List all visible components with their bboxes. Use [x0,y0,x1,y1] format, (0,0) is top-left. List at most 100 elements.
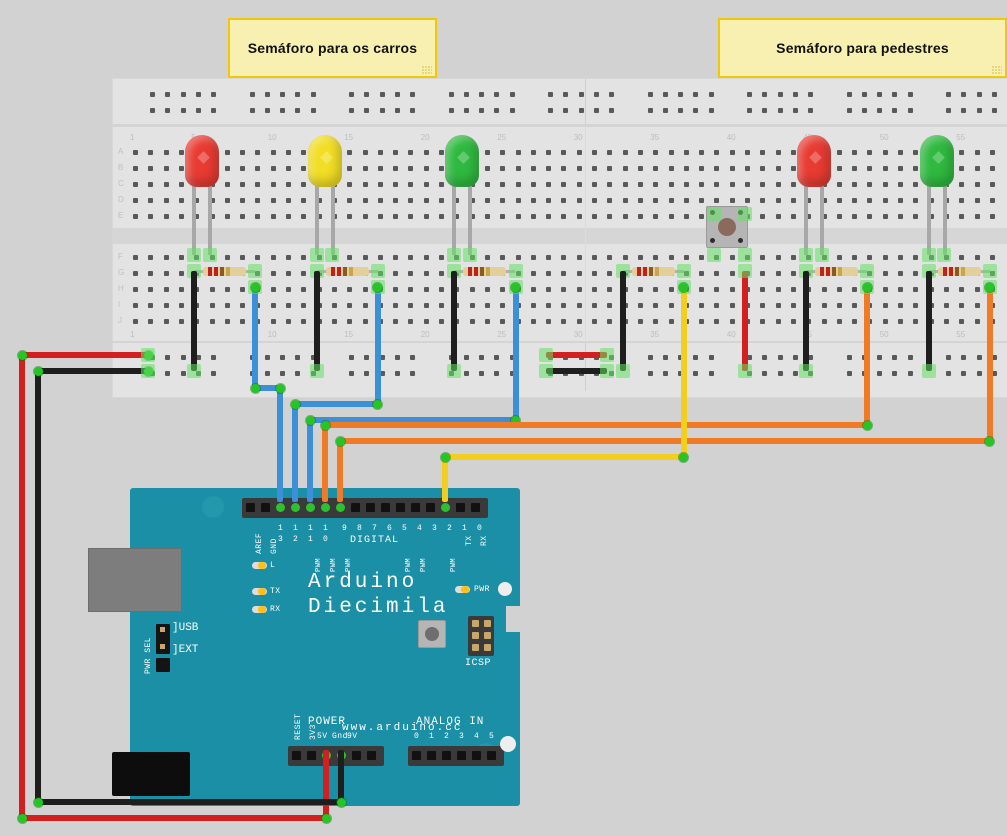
rail-hole [379,92,385,97]
hole-I12 [301,303,307,308]
analog-socket-0[interactable] [412,751,421,760]
hole-D9 [255,198,261,203]
hole-G3 [163,271,169,276]
hole-F9 [255,255,261,260]
hole-F18 [393,255,399,260]
power-header[interactable] [288,746,384,766]
contact-led-car-yellow-cathode [309,248,324,262]
hole-J30 [576,319,582,324]
hole-H21 [439,287,444,292]
digital-socket-7[interactable] [366,503,375,512]
analog-socket-3[interactable] [457,751,466,760]
hole-I21 [439,303,444,308]
digital-socket-8[interactable] [351,503,360,512]
analog-socket-1[interactable] [427,751,436,760]
hole-E7 [224,214,230,219]
analog-header-label: ANALOG IN [416,716,485,728]
rail-hole [662,371,668,376]
analog-socket-5[interactable] [487,751,496,760]
pwr-sel-label: PWR SEL [144,636,153,674]
digital-pin-label-11-b: 1 [308,535,314,544]
power-socket-5[interactable] [367,751,376,760]
hole-H42 [760,287,766,292]
pushbutton-cap[interactable] [718,218,737,236]
power-socket-4[interactable] [352,751,361,760]
reset-button[interactable] [418,620,446,648]
hole-J28 [546,319,552,324]
hole-F52 [913,255,919,260]
hole-F56 [974,255,980,260]
hole-F55 [959,255,965,260]
reset-button-cap[interactable] [425,627,439,641]
hole-C41 [745,182,750,187]
rail-hole [479,92,485,97]
analog-socket-4[interactable] [472,751,481,760]
contact-led-car-green-anode [462,248,477,262]
hole-G12 [301,271,307,276]
hole-I31 [592,303,597,308]
digital-pin-label-AREF: AREF [255,532,264,554]
led-flat-marker [319,151,333,164]
hole-I10 [270,303,276,308]
power-led-label: PWR [474,585,490,594]
hole-E3 [163,214,169,219]
hole-D47 [836,198,842,203]
digital-header[interactable] [242,498,488,518]
note-cars-text: Semáforo para os carros [247,40,418,56]
power-socket-0[interactable] [292,751,301,760]
row-letter-I: I [118,300,121,309]
hole-I43 [775,303,781,308]
digital-socket-6[interactable] [381,503,390,512]
rail-hole [991,371,997,376]
rail-hole [792,108,798,113]
hole-F1 [133,255,138,260]
hole-B41 [745,166,750,171]
wire-ground-rail-left-run [38,368,149,374]
digital-socket-3[interactable] [426,503,435,512]
hole-D4 [178,198,184,203]
hole-C21 [439,182,444,187]
digital-socket-12[interactable] [291,503,300,512]
hole-B24 [484,166,490,171]
hole-E13 [316,214,322,219]
hole-E20 [423,214,429,219]
digital-socket-11[interactable] [306,503,315,512]
power-socket-1[interactable] [307,751,316,760]
digital-socket-9[interactable] [336,503,345,512]
column-mark-bottom-20: 20 [420,330,430,339]
hole-I18 [393,303,399,308]
brand-name-line1: Arduino [308,571,418,594]
digital-socket-5[interactable] [396,503,405,512]
analog-socket-2[interactable] [442,751,451,760]
digital-socket-10[interactable] [321,503,330,512]
hole-E4 [178,214,184,219]
hole-D40 [729,198,735,203]
wire-gnd-car-red [191,271,198,371]
digital-socket-1[interactable] [456,503,465,512]
pwr-sel-jumper[interactable] [156,624,170,654]
status-led-TX [252,588,267,595]
hole-E17 [377,214,383,219]
rail-hole [165,108,171,113]
digital-socket-2[interactable] [441,503,450,512]
hole-D8 [240,198,246,203]
hole-E31 [592,214,597,219]
digital-pin-label-10-b: 0 [323,535,329,544]
hole-H29 [561,287,567,292]
digital-socket-AREF[interactable] [246,503,255,512]
wire-btn-5v [742,271,748,371]
rail-separator-top [112,124,1007,127]
digital-socket-13[interactable] [276,503,285,512]
power-header-label: POWER [308,716,347,728]
rail-hole [165,371,171,376]
hole-F28 [546,255,552,260]
digital-socket-0[interactable] [471,503,480,512]
digital-socket-GND[interactable] [261,503,270,512]
hole-B30 [576,166,582,171]
icsp-header[interactable] [468,616,494,656]
status-led-label-RX: RX [270,605,281,614]
digital-socket-4[interactable] [411,503,420,512]
analog-header[interactable] [408,746,504,766]
hole-G31 [592,271,597,276]
rail-hole [846,92,852,97]
